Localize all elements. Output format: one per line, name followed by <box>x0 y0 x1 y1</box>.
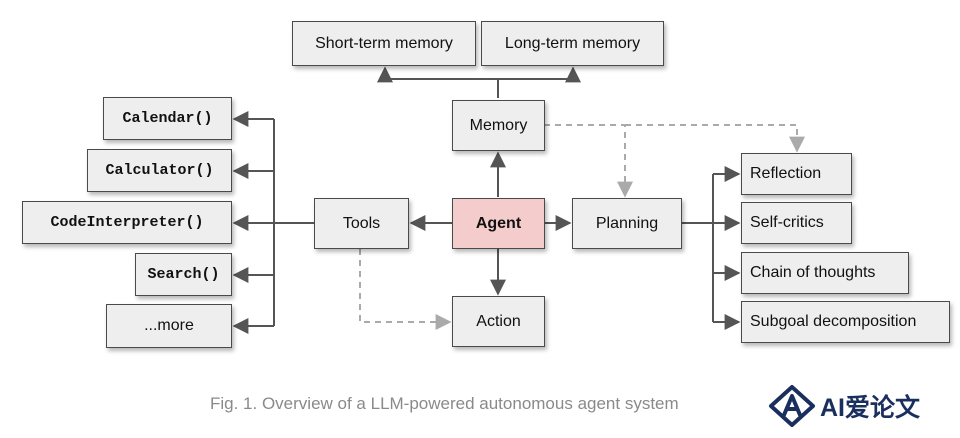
more-tools-node: ...more <box>106 304 232 348</box>
figure-caption: Fig. 1. Overview of a LLM-powered autono… <box>210 394 679 413</box>
watermark: AI爱论文 <box>768 384 920 428</box>
memory-to-memory-types-edge <box>385 78 499 98</box>
short-term-memory-node: Short-term memory <box>292 21 476 66</box>
search-tool-node: Search() <box>135 253 232 296</box>
calculator-tool-node: Calculator() <box>87 149 232 192</box>
planning-bus-edge <box>682 174 714 322</box>
reflection-node: Reflection <box>741 153 852 195</box>
memory-to-planning-dashed-edge <box>544 124 633 198</box>
watermark-text: AI爱论文 <box>820 394 921 422</box>
tools-to-action-dashed-edge <box>359 249 452 330</box>
code-interpreter-tool-node: CodeInterpreter() <box>22 201 232 244</box>
chain-of-thoughts-node: Chain of thoughts <box>741 252 909 294</box>
memory-node: Memory <box>452 100 545 151</box>
calendar-tool-node: Calendar() <box>103 97 232 140</box>
tools-bus-edge <box>273 119 314 326</box>
planning-node: Planning <box>572 198 682 249</box>
agent-node: Agent <box>452 198 545 249</box>
action-node: Action <box>452 296 545 347</box>
self-critics-node: Self-critics <box>741 202 852 244</box>
tools-node: Tools <box>314 198 409 249</box>
memory-to-reflection-dashed-edge <box>625 124 805 153</box>
subgoal-decomposition-node: Subgoal decomposition <box>741 301 950 343</box>
ai-logo-icon <box>769 385 815 427</box>
edge-to-long-term-memory <box>498 66 581 83</box>
long-term-memory-node: Long-term memory <box>481 21 664 66</box>
